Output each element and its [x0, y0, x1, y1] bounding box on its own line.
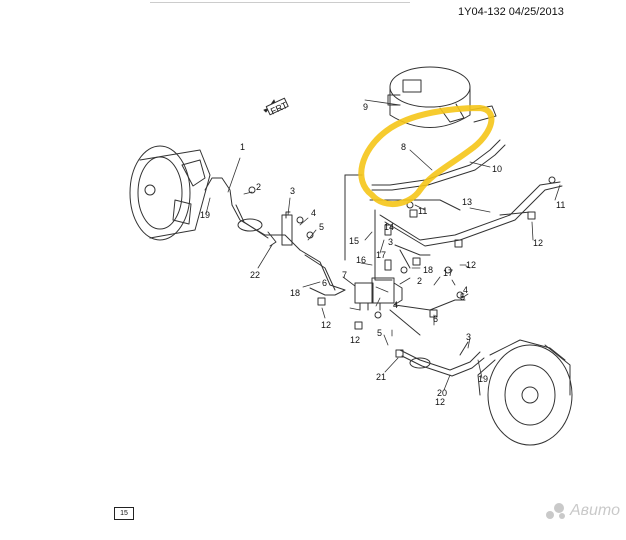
callout-c11a: 11 [418, 206, 427, 216]
callout-c10: 10 [492, 164, 502, 174]
diagram-reference-code: 1Y04-132 04/25/2013 [458, 6, 564, 18]
callout-c12b: 12 [466, 260, 476, 270]
callout-c12e: 12 [435, 397, 445, 407]
callout-c3b: 3 [466, 332, 471, 342]
watermark: Авито [545, 502, 620, 520]
callout-c3: 3 [290, 186, 295, 196]
callout-c9: 9 [363, 102, 368, 112]
callout-c12c: 12 [321, 320, 331, 330]
callout-c5b: 5 [377, 328, 382, 338]
avito-logo-icon [546, 503, 565, 519]
callout-c12d: 12 [350, 335, 360, 345]
front-lines [299, 249, 485, 377]
callout-c17b: 17 [443, 268, 453, 278]
callout-c11b: 11 [556, 200, 565, 210]
watermark-text: Авито [570, 502, 620, 519]
callout-c6b: 6 [433, 314, 438, 324]
highlight-outline [358, 105, 495, 207]
callout-c4c: 4 [463, 285, 468, 295]
callout-c18b: 18 [423, 265, 433, 275]
callout-c5c: 5 [460, 292, 465, 302]
rear-brake-assembly [129, 145, 211, 241]
callout-c22: 22 [250, 270, 260, 280]
callout-c20: 20 [437, 388, 447, 398]
callout-c12a: 12 [533, 238, 543, 248]
brake-booster [387, 66, 497, 128]
callout-c1: 1 [240, 142, 245, 152]
callout-c16: 16 [356, 255, 366, 265]
callout-c19a: 19 [200, 210, 210, 220]
callout-c7: 7 [342, 270, 347, 280]
leader-lines [205, 99, 561, 391]
clips [248, 176, 556, 358]
callout-c2b: 2 [417, 276, 422, 286]
callout-c6: 6 [322, 278, 327, 288]
abs-module [309, 277, 403, 311]
callout-c17a: 17 [376, 250, 386, 260]
callout-c5: 5 [319, 222, 324, 232]
callout-c4b: 4 [393, 300, 398, 310]
front-direction-arrow [263, 97, 289, 116]
page-tag: 15 [114, 507, 134, 520]
callout-c8: 8 [401, 142, 406, 152]
callout-c4: 4 [311, 208, 316, 218]
cropped-title-edge [150, 0, 410, 3]
callout-c19b: 19 [478, 374, 488, 384]
callout-c18a: 18 [290, 288, 300, 298]
callout-c21: 21 [376, 372, 386, 382]
callout-c15: 15 [349, 236, 359, 246]
callout-c14: 14 [384, 222, 394, 232]
rear-lines [204, 177, 301, 251]
front-brake-assembly [477, 339, 573, 446]
callout-c13: 13 [462, 197, 472, 207]
callout-c3c: 3 [388, 237, 393, 247]
callout-c2: 2 [256, 182, 261, 192]
